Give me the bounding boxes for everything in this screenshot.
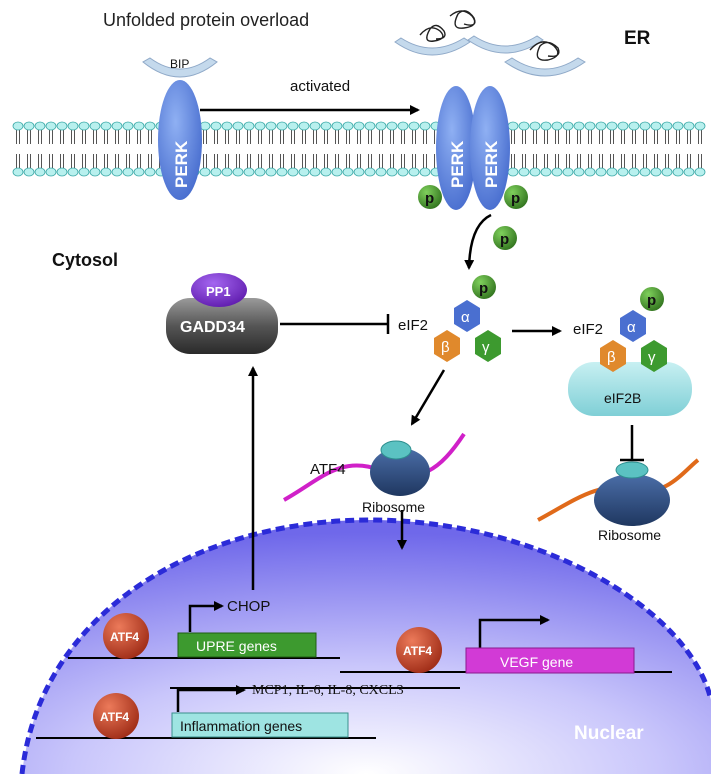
phospho-groups [418,185,664,311]
nucleus [19,517,711,774]
perk-dimer-left-label: PERK [448,140,467,188]
gene-boxes [171,632,635,738]
arrows [200,105,644,590]
atf4-factor-label-1: ATF4 [110,630,139,644]
eif2-right-gamma: γ [648,349,656,366]
gadd34-label: GADD34 [180,319,245,336]
eif2-beta: β [441,339,450,356]
er-membrane [12,121,706,177]
cytokine-list: MCP1, IL-6, IL-8, CXCL3 [252,683,404,698]
perk-dimer-right-label: PERK [482,140,501,188]
eif2-right-label: eIF2 [573,321,603,338]
inflammation-genes-label: Inflammation genes [180,718,302,734]
atf4-factor-label-3: ATF4 [100,710,129,724]
atf4-mrna-label: ATF4 [310,461,346,478]
perk-monomer [158,80,202,200]
other-mrna-ribosome [537,458,700,526]
pp1-label: PP1 [206,284,231,299]
diagram-title: Unfolded protein overload [103,10,309,30]
phospho-label-3: p [500,231,509,248]
upre-genes-label: UPRE genes [196,638,277,654]
ribosome-label-center: Ribosome [362,499,425,515]
atf4-factors [93,613,442,739]
phospho-label-4: p [479,280,488,297]
ribosome-label-right: Ribosome [598,527,661,543]
transcription-arrows [176,601,550,712]
activated-label: activated [290,78,350,95]
cytosol-label: Cytosol [52,250,118,270]
eif2-label: eIF2 [398,317,428,334]
perk-monomer-label: PERK [172,140,191,188]
eif2-alpha: α [461,309,470,326]
gadd34-complex [166,273,278,354]
bip-label: BIP [170,57,189,71]
perk-dimer [436,86,510,210]
atf4-mrna-ribosome [283,432,466,502]
eif2-gamma: γ [482,339,490,356]
bip-chaperone [142,57,218,78]
eif2-right-alpha: α [627,319,636,336]
eif2-complex [434,300,501,362]
bip-unfolded-complexes [394,10,586,77]
chop-label: CHOP [227,598,270,615]
phospho-label-1: p [425,190,434,207]
vegf-gene-label: VEGF gene [500,654,573,670]
phospho-label-2: p [511,190,520,207]
nuclear-label: Nuclear [574,723,644,744]
eif2b-label: eIF2B [604,390,641,406]
er-label: ER [624,28,651,49]
atf4-factor-label-2: ATF4 [403,644,432,658]
phospho-label-5: p [647,292,656,309]
eif2-eif2b-complex [568,310,692,416]
eif2-right-beta: β [607,349,616,366]
